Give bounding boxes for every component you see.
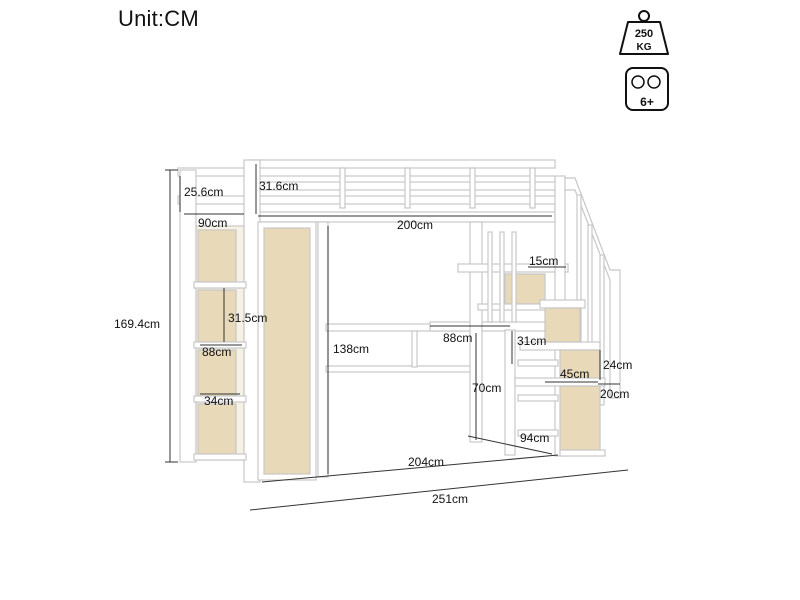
dim-shelf-depth: 34cm [204,394,233,408]
dim-total-length: 251cm [432,492,468,506]
weight-icon: 250 KG [619,10,669,55]
age-label: 6+ [640,95,654,109]
dim-stair-depth: 94cm [520,431,549,445]
dim-step-depth: 20cm [600,387,629,401]
dim-inner-length: 204cm [408,455,444,469]
dim-desk-small: 15cm [529,254,558,268]
dim-desk-length: 88cm [443,331,472,345]
dim-shelf-width: 88cm [202,345,231,359]
dimension-lines [165,164,629,511]
dim-desk-height: 70cm [472,381,501,395]
dim-step-width: 45cm [560,367,589,381]
weight-value: 250 [635,28,653,40]
dim-width: 90cm [198,216,227,230]
dim-rail-side-height: 31.6cm [259,179,298,193]
weight-unit: KG [637,42,652,53]
dim-total-height: 169.4cm [114,317,160,331]
unit-label: Unit:CM [118,6,199,31]
dim-step-height-31: 31cm [517,334,546,348]
dim-step-height-24: 24cm [603,358,632,372]
dim-shelf-height: 31.5cm [228,311,267,325]
dim-length: 200cm [397,218,433,232]
dim-clearance: 138cm [333,342,369,356]
dim-rail-height: 25.6cm [184,185,223,199]
kids-age-icon: 6+ [625,67,669,111]
